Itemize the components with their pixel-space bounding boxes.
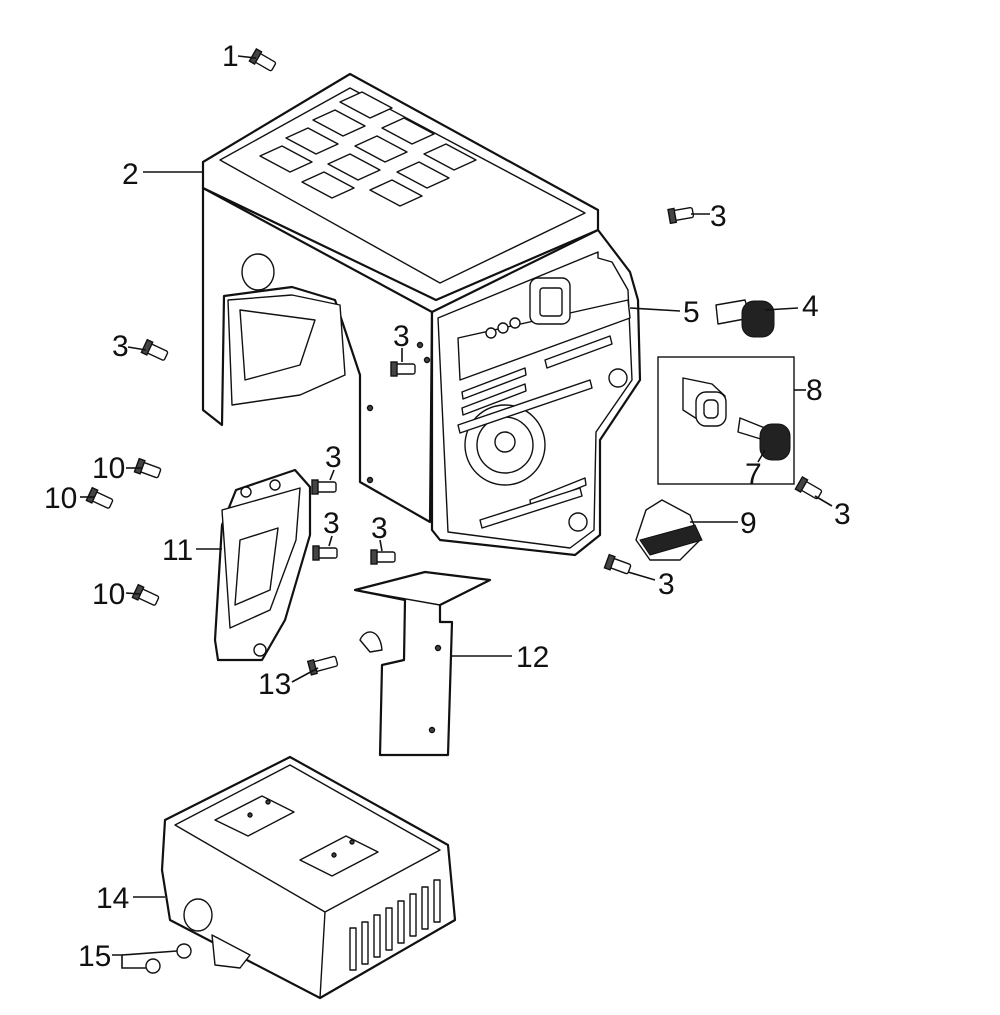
leader-lines [80,55,833,969]
callout-4: 4 [802,290,819,323]
callout-3: 3 [834,498,851,531]
bolt-icon [667,206,695,225]
callout-7: 7 [745,458,762,491]
callout-9: 9 [740,507,757,540]
callout-10: 10 [44,482,77,515]
callout-13: 13 [258,668,291,701]
callout-3: 3 [393,320,410,353]
part-12-l-bracket [353,570,492,757]
bolt-icon [312,545,338,561]
bolt-icon [85,486,114,509]
callout-11: 11 [162,534,193,567]
callout-3: 3 [710,200,727,233]
fasteners [85,47,823,974]
bolt-icon [794,475,823,500]
callout-3: 3 [323,507,340,540]
part-2-shroud-cover [201,72,642,557]
callout-labels: 1 2 3 3 3 3 3 3 3 3 4 5 7 8 9 10 10 10 1… [44,40,851,973]
bolt-icon [131,583,160,606]
nut-icon [145,958,161,974]
bolt-icon [311,479,337,495]
callout-15: 15 [78,940,111,973]
part-11-bracket [213,468,312,662]
nut-icon [176,943,192,959]
callout-3: 3 [112,330,129,363]
part-14-muffler [160,755,457,1000]
bolt-icon [140,338,169,361]
bolt-icon [390,361,416,377]
callout-3: 3 [371,512,388,545]
callout-3: 3 [325,441,342,474]
callout-2: 2 [122,158,139,191]
callout-8: 8 [806,374,823,407]
bolt-icon [133,457,162,479]
callout-3: 3 [658,568,675,601]
bolt-icon [603,553,632,575]
callout-14: 14 [96,882,129,915]
roof-vent-grid [259,91,477,207]
callout-10: 10 [92,578,125,611]
bolt-icon [306,655,339,676]
callout-12: 12 [516,641,549,674]
bolt-icon [370,549,396,565]
callout-10: 10 [92,452,125,485]
part-4-key [715,299,775,338]
part-9-knob [635,499,703,561]
bolt-icon [248,47,277,72]
callout-5: 5 [683,296,700,329]
part-8-ignition-switch-assembly [657,356,795,485]
muffler-grille [349,879,441,971]
callout-1: 1 [222,40,239,73]
